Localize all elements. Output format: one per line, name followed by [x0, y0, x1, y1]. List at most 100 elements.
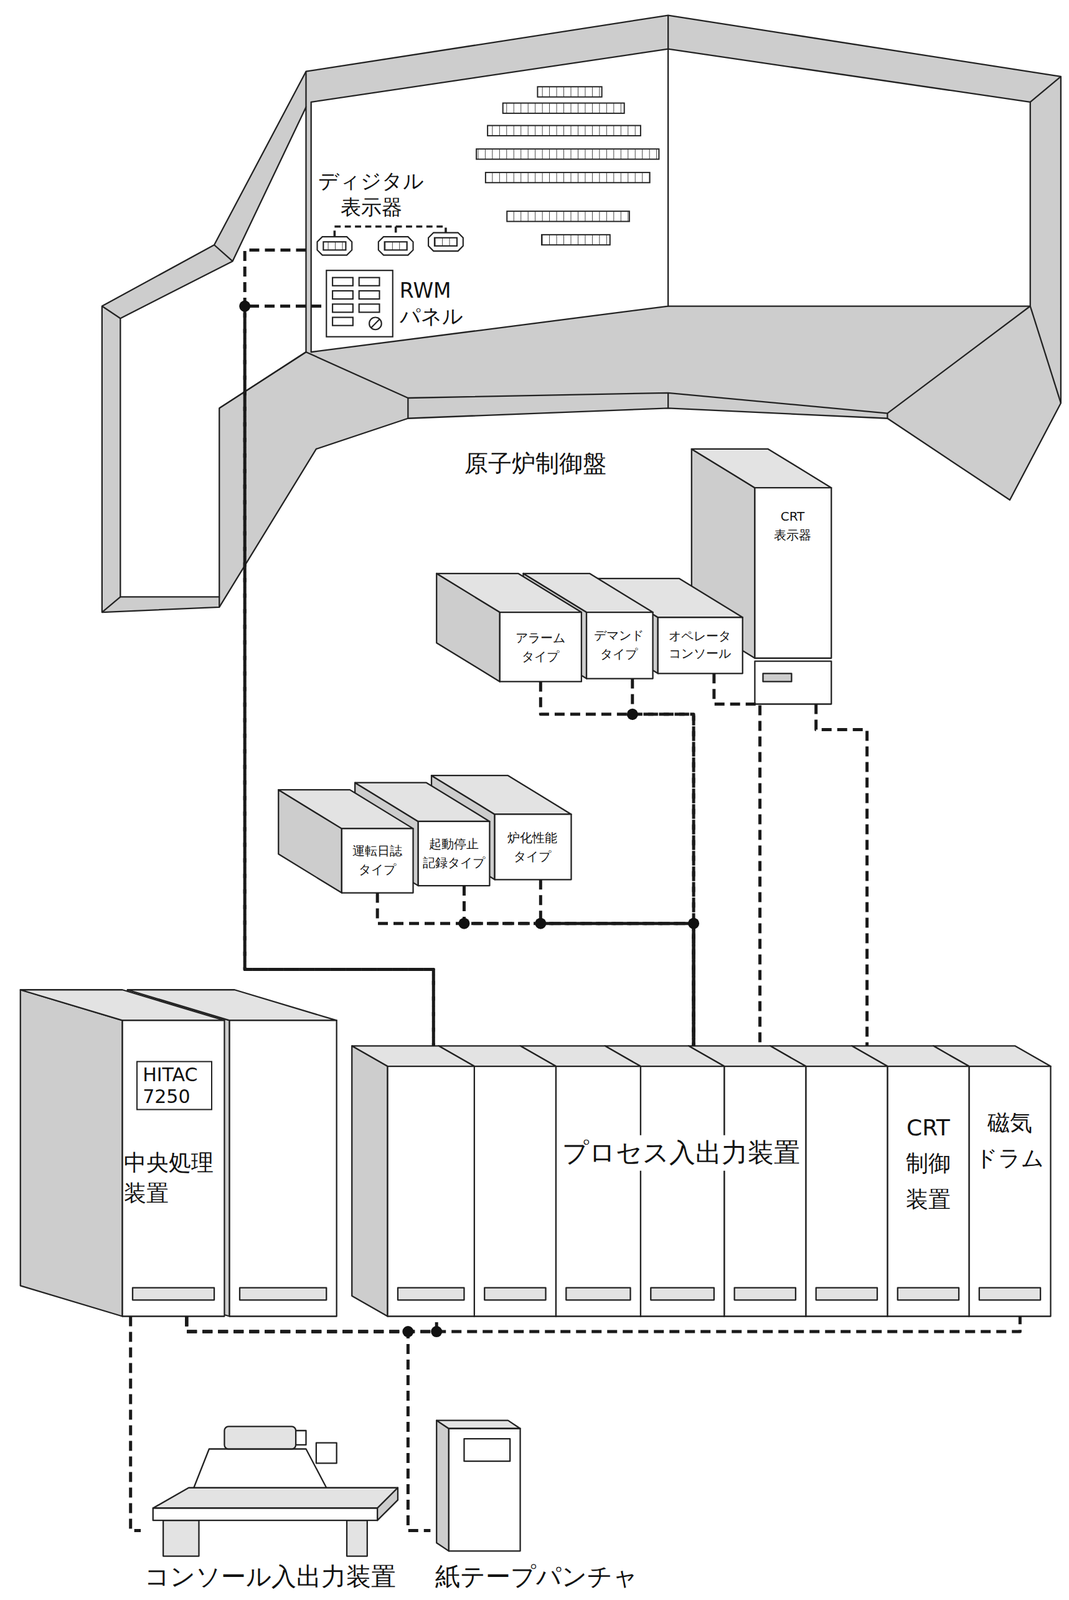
demand-typewriter: デマンド タイプ [586, 612, 653, 679]
digital-display-icon [378, 236, 414, 255]
alarm-typewriter: アラーム タイプ [499, 612, 582, 682]
rwm-panel-icon [326, 270, 393, 337]
peripheral-units [754, 487, 832, 659]
control-panel-drawing [214, 244, 233, 261]
cabinet-row [484, 1287, 546, 1300]
control-panel-drawing [668, 49, 1031, 307]
junction-dot [626, 708, 639, 720]
console-typewriter-drawing [163, 1519, 199, 1556]
digital-display-icon [317, 236, 353, 255]
control-panel-drawing [667, 392, 669, 409]
console-typewriter-drawing [153, 1507, 378, 1521]
console-io-device-label: コンソール入出力装置 [144, 1560, 396, 1592]
core-performance-typewriter: 炉化性能 タイプ [494, 813, 572, 880]
cabinet-row [816, 1287, 878, 1300]
indicator-bars [485, 172, 650, 183]
dashed-connector [632, 678, 694, 1046]
console-typewriter-drawing [295, 1430, 306, 1445]
control-panel-drawing [218, 596, 220, 607]
process-io-unit-label: プロセス入出力装置 [558, 1134, 804, 1171]
digital-display-icon [434, 237, 457, 246]
dashed-connector [540, 879, 694, 1046]
control-panel: 原子炉制御盤ディジタル 表示器RWM パネル [102, 15, 1061, 613]
rwm-panel-icon [332, 317, 354, 326]
paper-tape-punch: 紙テープパンチャ [430, 1412, 643, 1597]
peripheral-units [436, 573, 582, 613]
rwm-panel-icon [369, 317, 382, 330]
junction-dot [458, 917, 470, 929]
rwm-panel-icon [332, 290, 354, 299]
control-panel-drawing [305, 71, 307, 108]
rwm-panel: RWM パネル [321, 265, 475, 342]
peripheral-units [494, 813, 572, 880]
dashed-connector [816, 703, 868, 1046]
process-io-unit: プロセス入出力装置 [351, 1045, 888, 1316]
peripheral-units [499, 612, 582, 682]
dashed-connector [186, 1315, 1021, 1332]
junction-dot [430, 1325, 443, 1337]
control-panel-drawing [1030, 306, 1061, 404]
demand-typewriter-label: デマンド タイプ [592, 625, 646, 664]
digital-display-icon [323, 241, 346, 250]
junction-dot [687, 917, 700, 929]
log-typewriter-label: 運転日誌 タイプ [351, 841, 404, 879]
cabinet-row [555, 1065, 641, 1316]
control-panel-drawing [407, 397, 409, 419]
rwm-panel-icon [359, 290, 380, 299]
crt-controller-label: CRT 制御 装置 [902, 1108, 954, 1217]
dashed-connector [540, 681, 694, 1046]
indicator-bars [541, 234, 611, 245]
console-io-device: コンソール入出力装置 [140, 1407, 413, 1597]
peripheral-units [754, 661, 832, 705]
indicator-bars [506, 211, 630, 222]
peripheral-units [691, 448, 832, 488]
rwm-panel-icon [332, 303, 354, 312]
digital-display-icon [384, 241, 408, 250]
central-processor: HITAC 7250中央処理 装置 [20, 989, 225, 1316]
cabinet-row [968, 1065, 1051, 1316]
control-panel-drawing [219, 306, 1030, 414]
digital-display-label: ディジタル 表示器 [315, 168, 427, 220]
rwm-panel-icon [371, 319, 380, 328]
digital-display: ディジタル 表示器 [305, 163, 474, 261]
control-panel-drawing [102, 306, 121, 319]
dashed-connector [377, 892, 694, 1046]
dashed-connector [130, 1315, 141, 1530]
peripheral-units [762, 673, 792, 682]
rwm-panel-icon [332, 277, 354, 286]
paper-tape-punch-drawing [436, 1420, 520, 1429]
peripheral-units [278, 789, 413, 829]
junction-dot [239, 300, 700, 1338]
peripheral-units [658, 616, 743, 674]
core-performance-typewriter-label: 炉化性能 タイプ [506, 828, 559, 866]
digital-display-icon [317, 226, 464, 256]
crt-controller: CRT 制御 装置 [851, 1045, 969, 1316]
cabinet-row [397, 1287, 464, 1300]
console-typewriter-drawing [224, 1425, 296, 1449]
paper-tape-punch-drawing [463, 1438, 510, 1461]
central-processor-label: 中央処理 装置 [123, 1148, 223, 1209]
operator-console: オペレータ コンソール [658, 616, 743, 674]
console-typewriter-drawing [153, 1487, 398, 1508]
peripheral-units [278, 448, 832, 893]
indicator-bars [476, 148, 659, 159]
magnetic-drum: 磁気 ドラム [933, 1045, 1051, 1316]
cabinet-row [20, 989, 1051, 1316]
cabinet-row [239, 1287, 327, 1300]
paper-tape-punch-label: 紙テープパンチャ [435, 1560, 639, 1592]
cabinet-row [650, 1287, 715, 1300]
junction-dot [534, 917, 547, 929]
rwm-panel-icon [359, 277, 380, 286]
paper-tape-punch-drawing [436, 1420, 520, 1551]
cabinet-row [229, 1019, 337, 1316]
control-panel-drawing [886, 413, 888, 419]
cabinet-row [474, 1065, 556, 1316]
cabinet-row [20, 989, 123, 1316]
junction-dot [402, 1325, 414, 1337]
dashed-connector [463, 885, 694, 1046]
alarm-typewriter-label: アラーム タイプ [514, 628, 567, 666]
control-panel-drawing [311, 49, 669, 353]
